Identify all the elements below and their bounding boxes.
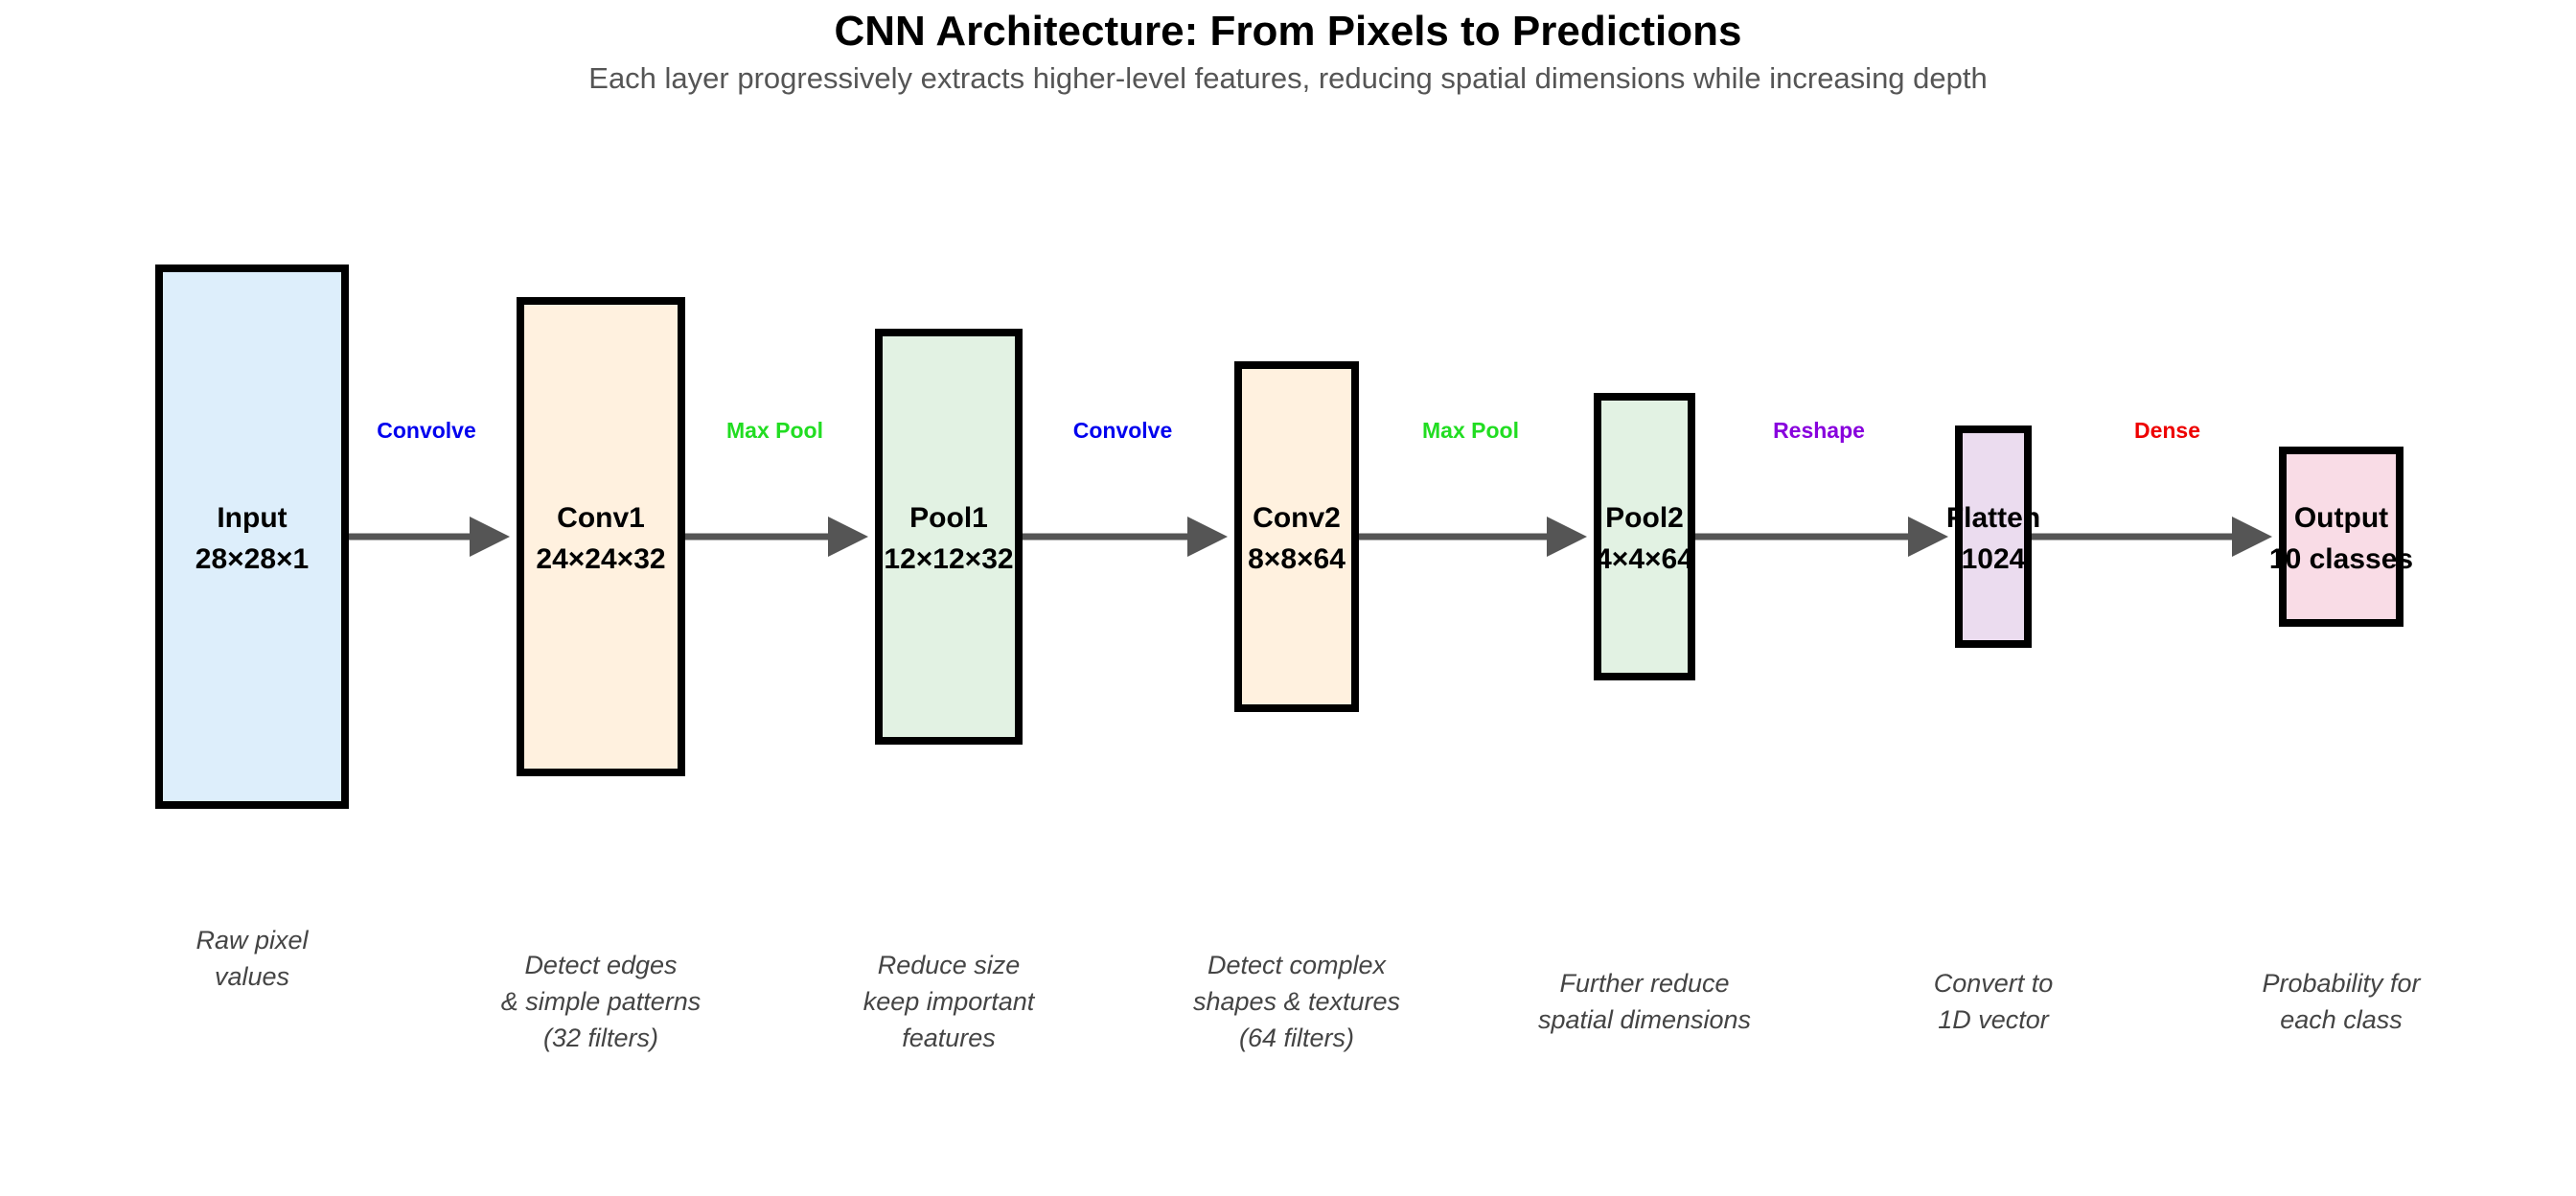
layer-description-conv2: (64 filters) — [1239, 1024, 1354, 1052]
operation-label-convolve: Convolve — [1073, 418, 1173, 443]
layer-description-pool2: spatial dimensions — [1538, 1005, 1751, 1034]
layer-box-pool2 — [1594, 393, 1695, 680]
layer-description-conv1: (32 filters) — [543, 1024, 658, 1052]
operation-label-reshape: Reshape — [1773, 418, 1865, 443]
layer-dims-conv1: 24×24×32 — [536, 543, 665, 575]
layer-name-input: Input — [217, 502, 287, 534]
layer-dims-input: 28×28×1 — [196, 543, 309, 575]
layer-description-input: Raw pixel — [196, 926, 309, 954]
layer-description-flatten: Convert to — [1934, 969, 2054, 998]
layer-description-input: values — [215, 962, 289, 991]
layer-description-pool1: keep important — [863, 987, 1036, 1016]
layer-name-conv2: Conv2 — [1253, 502, 1341, 534]
operation-label-dense: Dense — [2134, 418, 2200, 443]
diagram-subtitle: Each layer progressively extracts higher… — [588, 61, 1988, 95]
layer-description-pool1: features — [902, 1024, 996, 1052]
layer-dims-pool1: 12×12×32 — [884, 543, 1013, 575]
layer-box-conv1 — [517, 297, 685, 776]
layer-name-flatten: Flatten — [1946, 502, 2040, 534]
layer-name-output: Output — [2294, 502, 2388, 534]
layer-box-conv2 — [1234, 361, 1359, 712]
layer-description-conv1: Detect edges — [524, 951, 677, 979]
operation-label-max-pool: Max Pool — [1422, 418, 1519, 443]
layer-dims-pool2: 4×4×64 — [1596, 543, 1693, 575]
layer-name-conv1: Conv1 — [557, 502, 645, 534]
layer-dims-flatten: 1024 — [1962, 543, 2026, 575]
layer-description-pool2: Further reduce — [1559, 969, 1729, 998]
layer-box-pool1 — [875, 329, 1023, 745]
layer-description-conv1: & simple patterns — [501, 987, 702, 1016]
layer-description-flatten: 1D vector — [1938, 1005, 2050, 1034]
layer-dims-output: 10 classes — [2269, 543, 2413, 575]
operation-label-max-pool: Max Pool — [726, 418, 823, 443]
layer-name-pool2: Pool2 — [1605, 502, 1684, 534]
layer-box-output — [2279, 447, 2404, 627]
layer-box-flatten — [1955, 426, 2032, 648]
layer-description-conv2: Detect complex — [1208, 951, 1388, 979]
operation-label-convolve: Convolve — [377, 418, 476, 443]
layer-description-conv2: shapes & textures — [1193, 987, 1400, 1016]
layer-description-output: Probability for — [2262, 969, 2421, 998]
layer-description-output: each class — [2280, 1005, 2403, 1034]
layer-dims-conv2: 8×8×64 — [1248, 543, 1346, 575]
layer-name-pool1: Pool1 — [909, 502, 988, 534]
layer-description-pool1: Reduce size — [878, 951, 1021, 979]
diagram-title: CNN Architecture: From Pixels to Predict… — [834, 8, 1742, 55]
layer-box-input — [155, 264, 349, 809]
